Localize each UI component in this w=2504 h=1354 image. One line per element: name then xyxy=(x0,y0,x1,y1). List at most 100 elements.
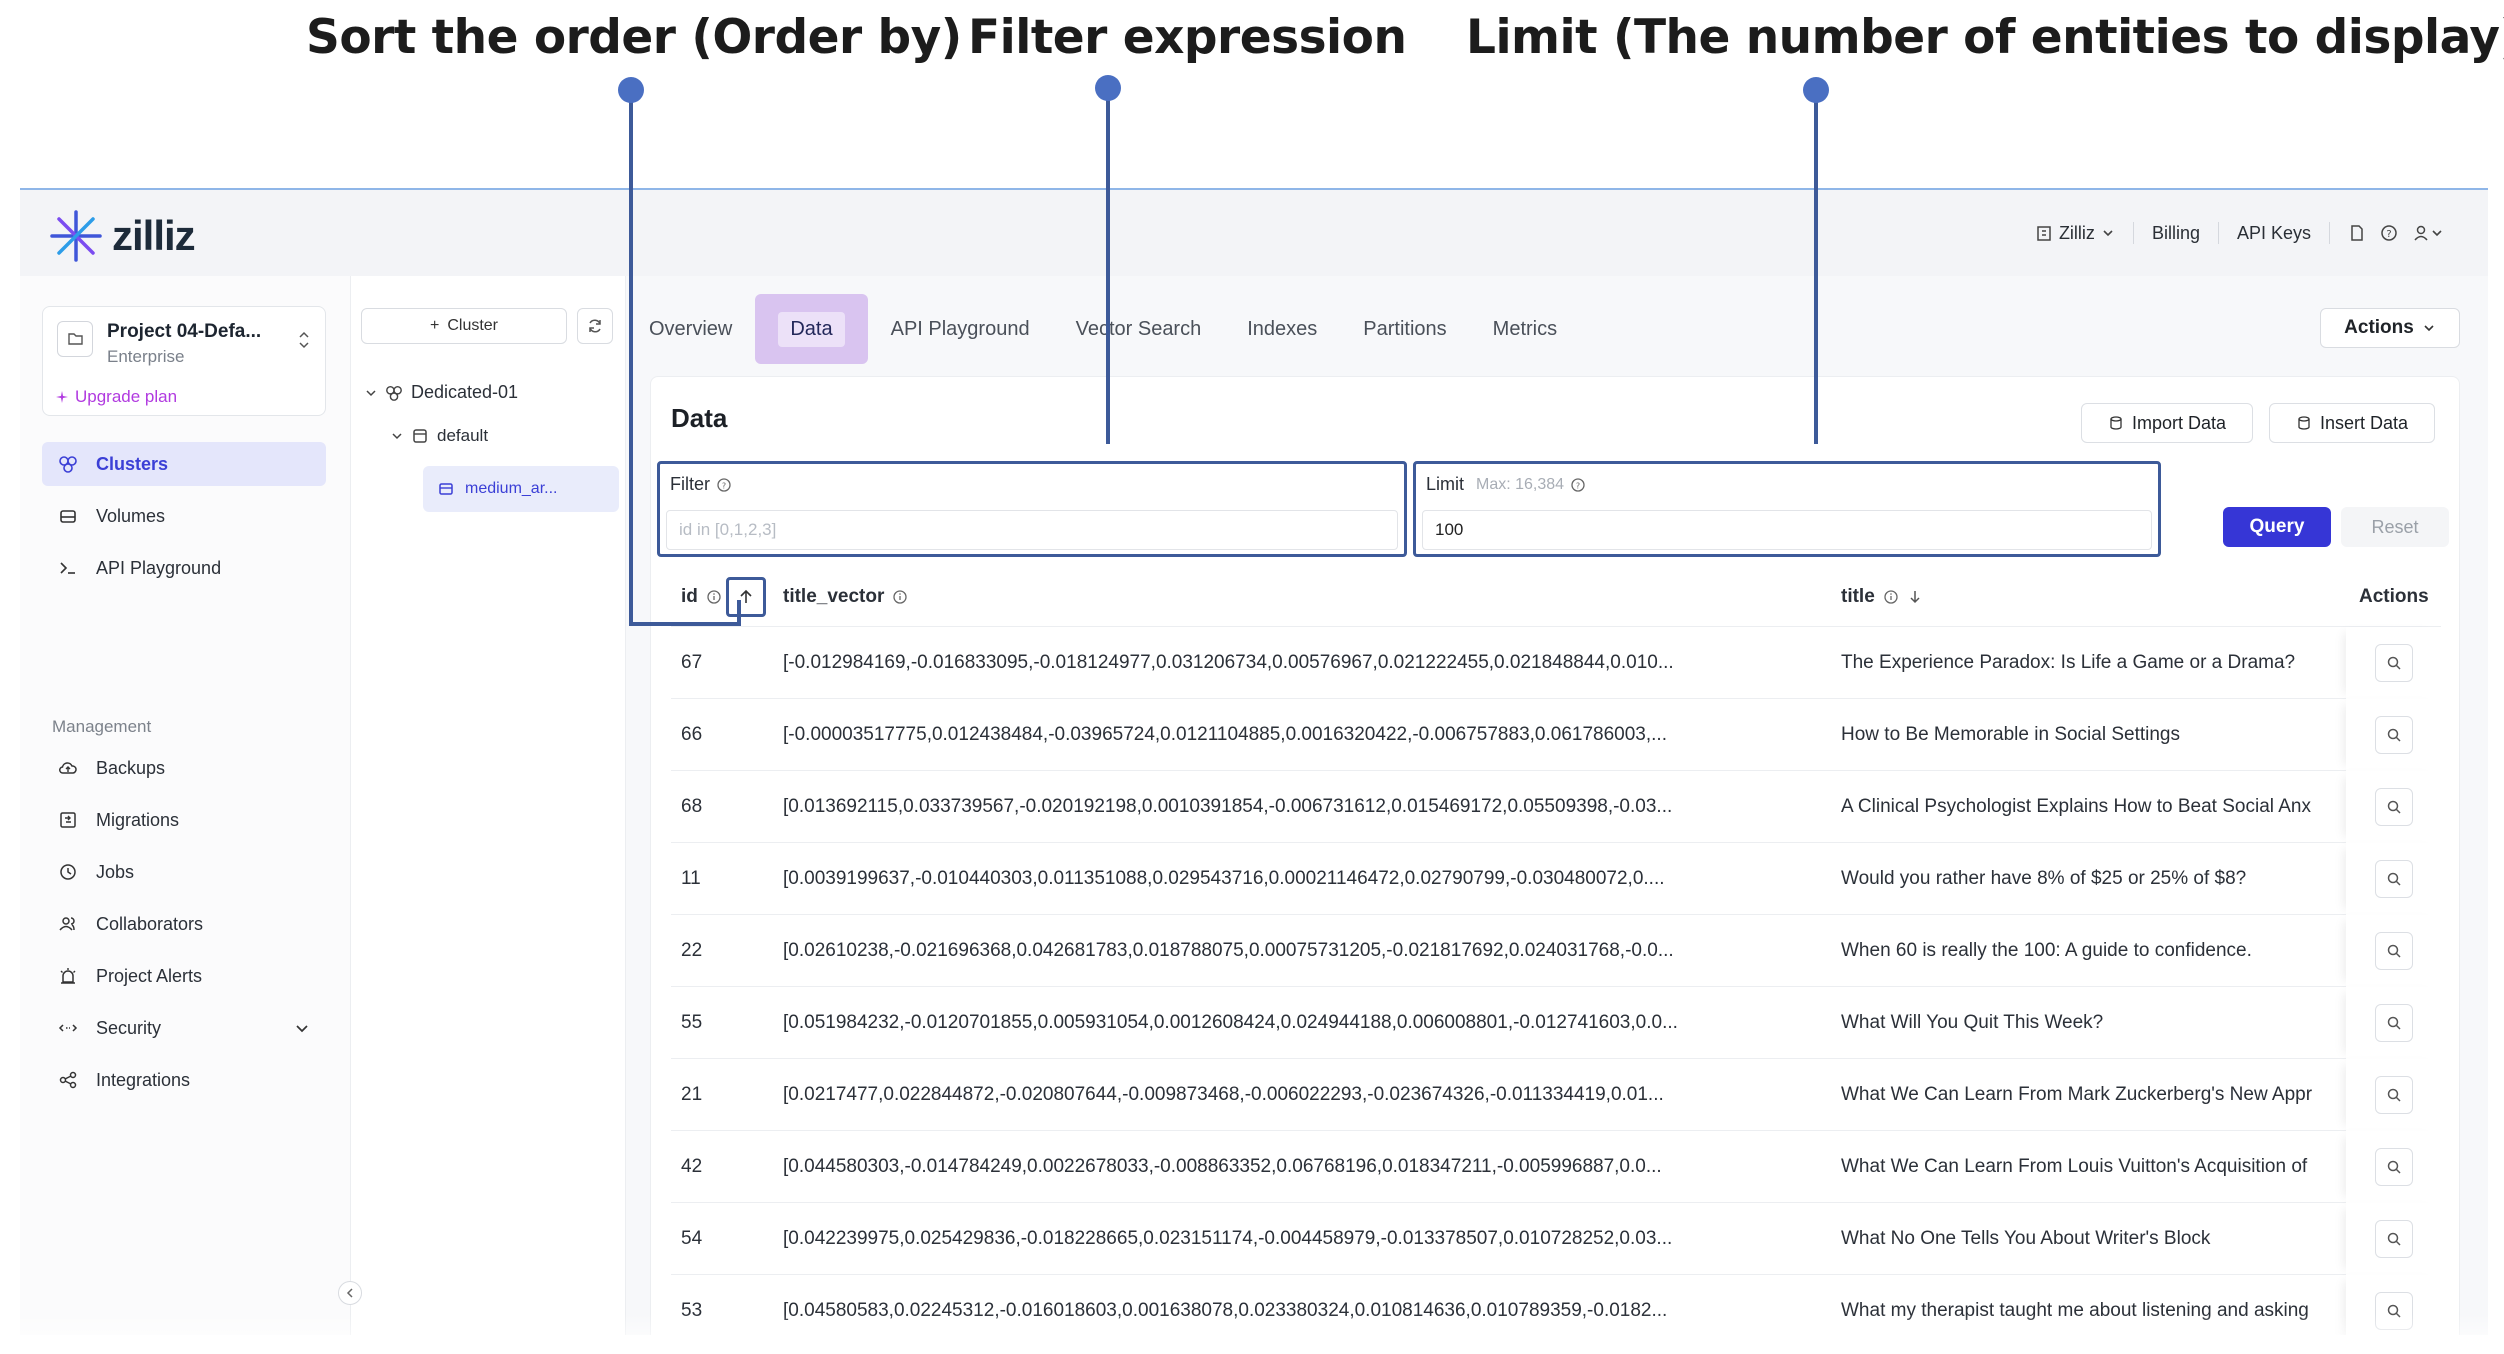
chevron-down-icon xyxy=(391,430,403,442)
tab-data[interactable]: Data xyxy=(755,294,868,364)
data-panel: Data Import Data Insert Data Filter ? id… xyxy=(650,376,2460,1335)
table-row[interactable]: 55[0.051984232,-0.0120701855,0.005931054… xyxy=(671,987,2441,1059)
cell-id: 66 xyxy=(681,724,703,745)
user-icon[interactable] xyxy=(2412,224,2444,242)
row-search-button[interactable] xyxy=(2374,1220,2413,1258)
info-icon[interactable] xyxy=(892,589,908,605)
sidebar-item-clusters[interactable]: Clusters xyxy=(42,442,326,486)
filter-input[interactable]: id in [0,1,2,3] xyxy=(666,510,1398,550)
info-icon[interactable] xyxy=(706,589,722,605)
org-switcher[interactable]: Zilliz xyxy=(2035,223,2115,244)
row-search-button[interactable] xyxy=(2374,860,2413,898)
cell-actions xyxy=(2346,627,2441,699)
chevron-left-icon xyxy=(346,1288,353,1298)
tab-vector-search[interactable]: Vector Search xyxy=(1053,294,1225,364)
search-icon xyxy=(2386,799,2402,815)
column-id: id xyxy=(681,567,766,627)
chevron-updown-icon xyxy=(297,329,311,356)
callout-dot-order-by xyxy=(618,77,644,103)
sidebar-item-project-alerts[interactable]: Project Alerts xyxy=(42,954,326,998)
arrow-down-icon[interactable] xyxy=(1907,589,1923,605)
collapse-sidebar-button[interactable] xyxy=(338,1281,362,1305)
tab-label: Data xyxy=(778,311,845,347)
table-row[interactable]: 21[0.0217477,0.022844872,-0.020807644,-0… xyxy=(671,1059,2441,1131)
cell-title-vector: [0.013692115,0.033739567,-0.020192198,0.… xyxy=(783,796,1673,817)
row-search-button[interactable] xyxy=(2374,1148,2413,1186)
limit-input[interactable]: 100 xyxy=(1422,510,2152,550)
column-id-label: id xyxy=(681,586,698,607)
row-search-button[interactable] xyxy=(2374,716,2413,754)
tab-label: Partitions xyxy=(1363,317,1447,340)
arrow-up-icon xyxy=(740,589,752,603)
reset-button[interactable]: Reset xyxy=(2341,507,2449,547)
logo[interactable]: zilliz xyxy=(48,208,196,264)
help-icon[interactable]: ? xyxy=(2380,224,2398,242)
table-row[interactable]: 66[-0.00003517775,0.012438484,-0.0396572… xyxy=(671,699,2441,771)
migration-icon xyxy=(58,810,78,830)
row-search-button[interactable] xyxy=(2374,932,2413,970)
tab-metrics[interactable]: Metrics xyxy=(1470,294,1580,364)
cell-actions xyxy=(2346,699,2441,771)
table-row[interactable]: 11[0.0039199637,-0.010440303,0.011351088… xyxy=(671,843,2441,915)
cell-title: What We Can Learn From Mark Zuckerberg's… xyxy=(1841,1084,2313,1105)
alert-icon xyxy=(58,966,78,986)
table-row[interactable]: 54[0.042239975,0.025429836,-0.018228665,… xyxy=(671,1203,2441,1275)
actions-dropdown[interactable]: Actions xyxy=(2320,308,2460,348)
cell-title-vector: [0.0039199637,-0.010440303,0.011351088,0… xyxy=(783,868,1665,889)
sidebar-item-api-playground[interactable]: API Playground xyxy=(42,546,326,590)
row-search-button[interactable] xyxy=(2374,1004,2413,1042)
table-row[interactable]: 42[0.044580303,-0.014784249,0.0022678033… xyxy=(671,1131,2441,1203)
info-icon[interactable] xyxy=(1883,589,1899,605)
tree-node-cluster[interactable]: Dedicated-01 xyxy=(365,382,518,403)
api-keys-link[interactable]: API Keys xyxy=(2236,222,2311,243)
sidebar-item-label: Jobs xyxy=(96,861,135,882)
sidebar-item-migrations[interactable]: Migrations xyxy=(42,798,326,842)
callout-dot-filter xyxy=(1095,75,1121,101)
sidebar-item-security[interactable]: Security xyxy=(42,1006,326,1050)
sidebar-item-jobs[interactable]: Jobs xyxy=(42,850,326,894)
tab-api-playground[interactable]: API Playground xyxy=(868,294,1053,364)
sidebar: Project 04-Defa... Enterprise Upgrade pl… xyxy=(20,276,350,1335)
refresh-button[interactable] xyxy=(577,308,613,344)
tab-partitions[interactable]: Partitions xyxy=(1340,294,1469,364)
chevron-down-icon xyxy=(2422,321,2436,335)
column-title: title xyxy=(1841,567,1923,627)
add-cluster-button[interactable]: + Cluster xyxy=(361,308,567,344)
sort-order-button[interactable] xyxy=(725,577,766,617)
query-button[interactable]: Query xyxy=(2223,507,2331,547)
cell-id: 21 xyxy=(681,1084,703,1105)
collection-tree: + Cluster Dedicated-01 default medium_ar… xyxy=(350,276,626,1335)
cell-title-vector: [0.02610238,-0.021696368,0.042681783,0.0… xyxy=(783,940,1674,961)
tab-overview[interactable]: Overview xyxy=(626,294,755,364)
billing-link[interactable]: Billing xyxy=(2151,222,2200,243)
tree-node-database[interactable]: default xyxy=(391,426,488,446)
import-data-button[interactable]: Import Data xyxy=(2081,403,2253,443)
column-title-label: title xyxy=(1841,586,1875,607)
sidebar-item-backups[interactable]: Backups xyxy=(42,746,326,790)
row-search-button[interactable] xyxy=(2374,1076,2413,1114)
info-icon[interactable]: ? xyxy=(716,477,732,493)
row-search-button[interactable] xyxy=(2374,788,2413,826)
docs-icon[interactable] xyxy=(2348,224,2366,242)
table-row[interactable]: 67[-0.012984169,-0.016833095,-0.01812497… xyxy=(671,627,2441,699)
sidebar-item-collaborators[interactable]: Collaborators xyxy=(42,902,326,946)
insert-data-button[interactable]: Insert Data xyxy=(2269,403,2435,443)
terminal-icon xyxy=(58,558,78,578)
jobs-icon xyxy=(58,862,78,882)
tree-node-collection[interactable]: medium_ar... xyxy=(423,466,619,512)
tab-indexes[interactable]: Indexes xyxy=(1224,294,1340,364)
cell-title: How to Be Memorable in Social Settings xyxy=(1841,724,2180,745)
cell-id: 54 xyxy=(681,1228,703,1249)
sidebar-item-volumes[interactable]: Volumes xyxy=(42,494,326,538)
row-search-button[interactable] xyxy=(2374,644,2413,682)
divider xyxy=(2132,222,2134,244)
cell-title: The Experience Paradox: Is Life a Game o… xyxy=(1841,652,2296,673)
table-row[interactable]: 22[0.02610238,-0.021696368,0.042681783,0… xyxy=(671,915,2441,987)
table-row[interactable]: 68[0.013692115,0.033739567,-0.020192198,… xyxy=(671,771,2441,843)
project-switcher[interactable]: Project 04-Defa... Enterprise Upgrade pl… xyxy=(42,306,326,416)
cell-actions xyxy=(2346,987,2441,1059)
annotation-filter: Filter expression xyxy=(968,10,1407,65)
sidebar-item-integrations[interactable]: Integrations xyxy=(42,1058,326,1102)
upgrade-plan-link[interactable]: Upgrade plan xyxy=(55,387,177,407)
info-icon[interactable]: ? xyxy=(1570,477,1586,493)
